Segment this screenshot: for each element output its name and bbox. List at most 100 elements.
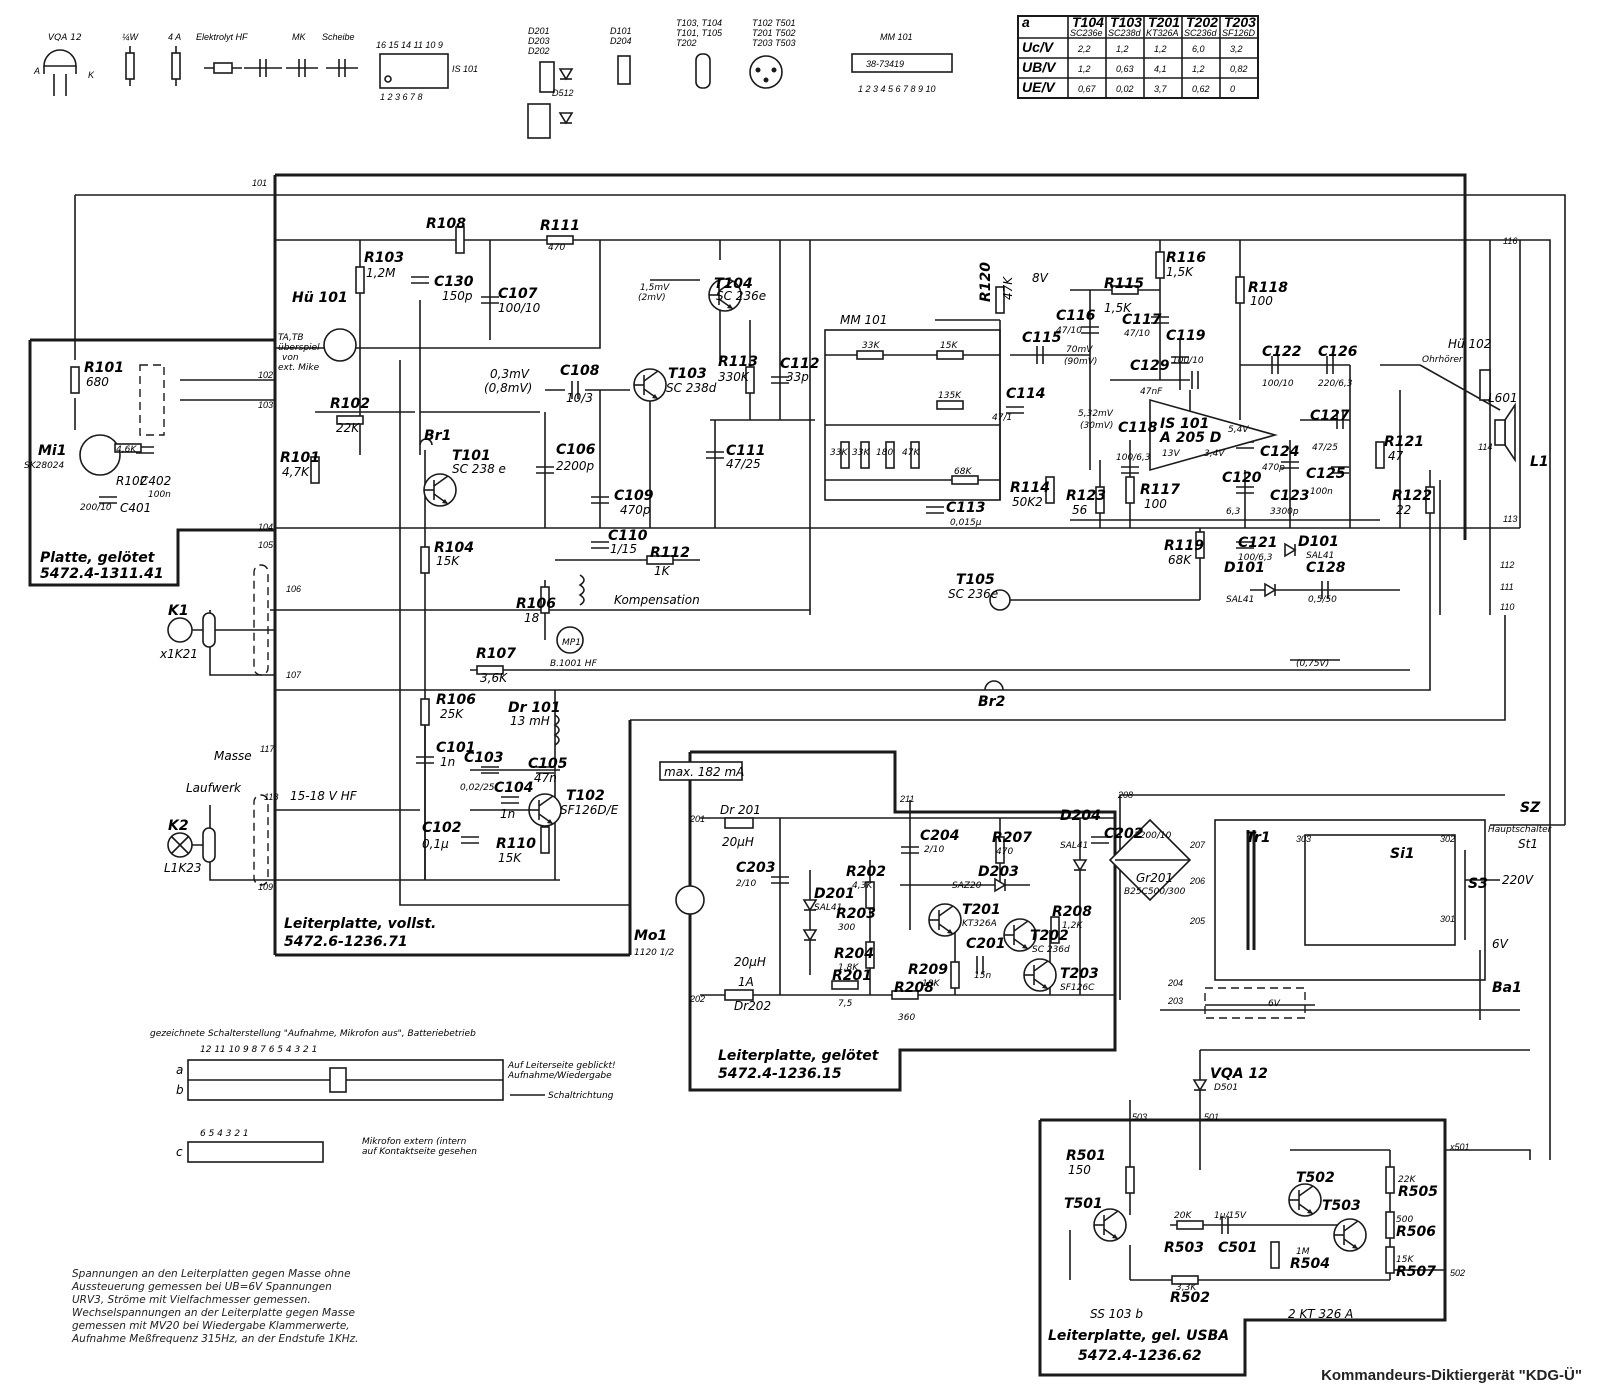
switch-pins-ab: 12 11 10 9 8 7 6 5 4 3 2 1 [200, 1045, 317, 1055]
label-c109: C109 [614, 488, 654, 504]
vtable-cell-1-0: UB/V [1022, 59, 1057, 75]
node-114: 114 [1478, 442, 1492, 452]
label-r118: R118 [1248, 280, 1288, 296]
label-t104mv: 1,5mV(2mV) [638, 283, 670, 303]
label-d203: D203 [978, 864, 1019, 880]
label-c106v: 2200p [556, 459, 595, 473]
legend-a-label: A [33, 66, 40, 76]
node-208: 208 [1117, 790, 1133, 800]
measurement-notes: Spannungen an den Leiterplatten gegen Ma… [72, 1268, 359, 1345]
label-c130v: 150p [442, 289, 473, 303]
label-r102b: R102 [330, 396, 370, 412]
voltage-table-frame [1017, 15, 1259, 99]
label-r123: R123 [1066, 488, 1106, 504]
label-r107: R107 [476, 646, 516, 662]
label-r111: R111 [540, 218, 580, 234]
label-c113: C113 [946, 500, 986, 516]
label-mv08: (0,8mV) [484, 381, 532, 395]
label-c202: C202 [1104, 826, 1144, 842]
node-107: 107 [286, 670, 302, 680]
node-206: 206 [1189, 876, 1205, 886]
vtable-header-0: a [1022, 14, 1030, 30]
label-r120: R120 [978, 262, 994, 302]
label-c203v: 2/10 [736, 879, 756, 889]
vtable-header-2: T103 [1110, 14, 1142, 30]
node-201: 201 [689, 814, 705, 824]
label-r203v: 300 [838, 923, 855, 933]
mi1-microphone [79, 434, 121, 476]
label-t201v: KT326A [962, 919, 997, 929]
label-r101v: 680 [86, 375, 109, 389]
label-r505v: 22K [1398, 1175, 1416, 1185]
node-205: 205 [1189, 916, 1206, 926]
label-r501v: 150 [1068, 1163, 1091, 1177]
label-c203: C203 [736, 860, 776, 876]
label-c120v: 6,3 [1226, 507, 1241, 517]
label-c129: C129 [1130, 358, 1170, 374]
label-c103: C103 [464, 750, 504, 766]
label-s3: S3 [1468, 876, 1488, 892]
label-r104v: 15K [436, 554, 460, 568]
label-r112: R112 [650, 545, 690, 561]
label-r209: R209 [908, 962, 948, 978]
label-t103v: SC 238d [666, 381, 717, 395]
switch-title: gezeichnete Schalterstellung "Aufnahme, … [150, 1029, 476, 1039]
label-t203: T203 [1060, 966, 1099, 982]
label-d204v: SAL41 [1060, 841, 1088, 851]
label-c109v: 470p [620, 503, 651, 517]
legend-mm101: MM 101 38-73419 1 2 3 4 5 6 7 8 9 10 [851, 32, 953, 94]
label-r108: R108 [426, 216, 466, 232]
label-hu101: Hü 101 [292, 290, 348, 306]
label-c123: C123 [1270, 488, 1310, 504]
legend-mm-name: MM 101 [880, 32, 913, 42]
vtable-cell-2-4: 0,62 [1192, 84, 1210, 94]
label-c101: C101 [436, 740, 476, 756]
label-t202v: SC 236d [1032, 945, 1070, 955]
vtable-cell-1-3: 4,1 [1154, 64, 1167, 74]
label-r201v: 7,5 [838, 999, 853, 1009]
label-c402v: 100n [148, 490, 171, 500]
label-mv03: 0,3mV [490, 367, 530, 381]
label-c127: C127 [1310, 408, 1350, 424]
label-c501: C501 [1218, 1240, 1258, 1256]
label-gr201v: B25C500/300 [1124, 887, 1186, 897]
label-r504: R504 [1290, 1256, 1330, 1272]
switch-row-c: c [176, 1145, 183, 1159]
legend-mm-code: 38-73419 [866, 59, 904, 69]
label-r115v: 1,5K [1104, 301, 1132, 315]
label-r102: R102 [116, 474, 147, 488]
label-mm-r3: 135K [938, 391, 962, 401]
label-mv30: (30mV) [1080, 421, 1113, 431]
label-d201v: SAL41 [814, 903, 842, 913]
label-k2: K2 [168, 818, 189, 834]
label-r502v: 3,3K [1176, 1283, 1197, 1293]
label-t501v: SS 103 b [1090, 1307, 1143, 1321]
label-v13: 13V [1162, 449, 1180, 459]
label-r111v: 470 [548, 243, 565, 253]
label-c101v: 1n [440, 755, 455, 769]
label-d203v: SAZ20 [952, 881, 982, 891]
label-c127v: 47/25 [1312, 443, 1338, 453]
label-t105: T105 [956, 572, 995, 588]
label-c104v: 1n [500, 807, 515, 821]
label-d101b: D101 [1224, 560, 1265, 576]
label-l1: L1 [1530, 454, 1549, 470]
legend-d512-label: D512 [552, 88, 574, 98]
label-mv70: 70mV [1066, 345, 1093, 355]
label-c111v: 47/25 [726, 457, 761, 471]
label-c107: C107 [498, 286, 538, 302]
label-r115: R115 [1104, 276, 1144, 292]
legend-w-label: ¼W [122, 32, 140, 42]
vtable-cell-0-3: 1,2 [1154, 44, 1167, 54]
label-r117v: 100 [1144, 497, 1167, 511]
label-t105v: SC 236e [948, 587, 998, 601]
board-borders [28, 173, 1467, 1377]
label-br1: Br1 [424, 428, 451, 444]
label-v075: (0,75V) [1296, 659, 1329, 669]
